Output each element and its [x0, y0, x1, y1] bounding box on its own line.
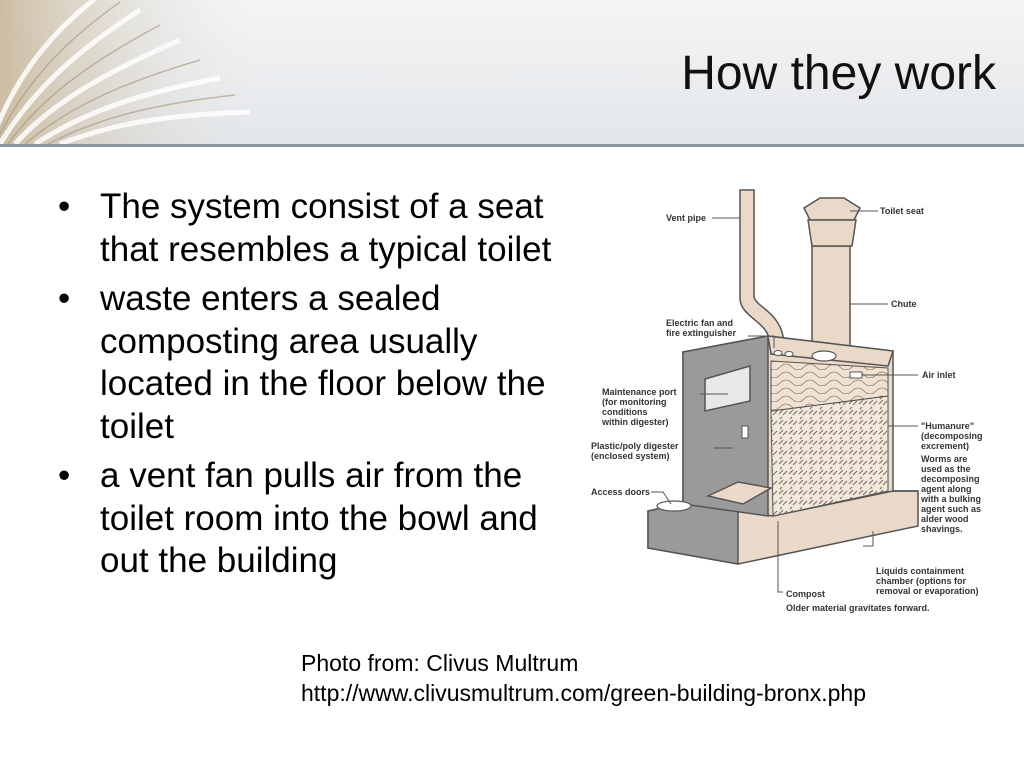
- label-plastic-line1: Plastic/poly digester: [591, 441, 679, 451]
- toilet-seat: [803, 197, 861, 247]
- leader-lines: [651, 210, 918, 593]
- bullet-text: waste enters a sealed composting area us…: [100, 279, 546, 446]
- label-access-doors: Access doors: [591, 487, 650, 497]
- label-worms-line2: used as the: [921, 464, 971, 474]
- bullet-list: • The system consist of a seat that rese…: [58, 186, 558, 590]
- label-chute: Chute: [891, 299, 917, 309]
- label-worms-line1: Worms are: [921, 454, 967, 464]
- vent-pipe: [739, 189, 786, 350]
- label-humanure-line1: "Humanure": [921, 421, 974, 431]
- label-worms-line3: decomposing: [921, 474, 980, 484]
- digester-box: [656, 335, 895, 517]
- label-worms-line6: agent such as: [921, 504, 981, 514]
- label-vent-pipe: Vent pipe: [666, 213, 706, 223]
- bullet-text: a vent fan pulls air from the toilet roo…: [100, 456, 538, 580]
- label-air-inlet: Air inlet: [922, 370, 956, 380]
- label-maint-line1: Maintenance port: [602, 387, 677, 397]
- label-liquids-line1: Liquids containment: [876, 566, 964, 576]
- photo-credit: Photo from: Clivus Multrum http://www.cl…: [301, 648, 866, 708]
- label-toilet-seat: Toilet seat: [880, 206, 924, 216]
- bullet-marker: •: [58, 279, 71, 318]
- bullet-marker: •: [58, 187, 71, 226]
- credit-url: http://www.clivusmultrum.com/green-build…: [301, 680, 867, 706]
- label-humanure-line2: (decomposing: [921, 431, 983, 441]
- label-maint-line2: (for monitoring: [602, 397, 667, 407]
- label-fan-line2: fire extinguisher: [666, 328, 737, 338]
- label-worms-line7: alder wood: [921, 514, 969, 524]
- diagram-labels: Vent pipe Toilet seat Chute Electric fan…: [591, 206, 983, 613]
- slide-header: How they work: [0, 0, 1024, 144]
- chute: [811, 245, 851, 357]
- label-liquids-line2: chamber (options for: [876, 576, 967, 586]
- bullet-item: • a vent fan pulls air from the toilet r…: [58, 455, 558, 583]
- slide-title: How they work: [681, 47, 996, 100]
- bullet-marker: •: [58, 456, 71, 495]
- bullet-item: • The system consist of a seat that rese…: [58, 186, 558, 271]
- bullet-text: The system consist of a seat that resemb…: [100, 187, 552, 269]
- label-compost: Compost: [786, 589, 825, 599]
- bullet-item: • waste enters a sealed composting area …: [58, 278, 558, 448]
- label-worms-line8: shavings.: [921, 524, 963, 534]
- label-humanure-line3: excrement): [921, 441, 969, 451]
- label-maint-line3: conditions: [602, 407, 648, 417]
- book-pages-decoration: [0, 0, 260, 144]
- composting-toilet-diagram: Vent pipe Toilet seat Chute Electric fan…: [591, 189, 983, 613]
- label-older-material: Older material gravitates forward.: [786, 603, 930, 613]
- label-plastic-line2: (enclosed system): [591, 451, 670, 461]
- label-fan-line1: Electric fan and: [666, 318, 733, 328]
- label-maint-line4: within digester): [601, 417, 669, 427]
- header-divider: [0, 144, 1024, 147]
- credit-source: Photo from: Clivus Multrum: [301, 650, 579, 676]
- label-worms-line5: with a bulking: [920, 494, 981, 504]
- label-liquids-line3: removal or evaporation): [876, 586, 979, 596]
- label-worms-line4: agent along: [921, 484, 972, 494]
